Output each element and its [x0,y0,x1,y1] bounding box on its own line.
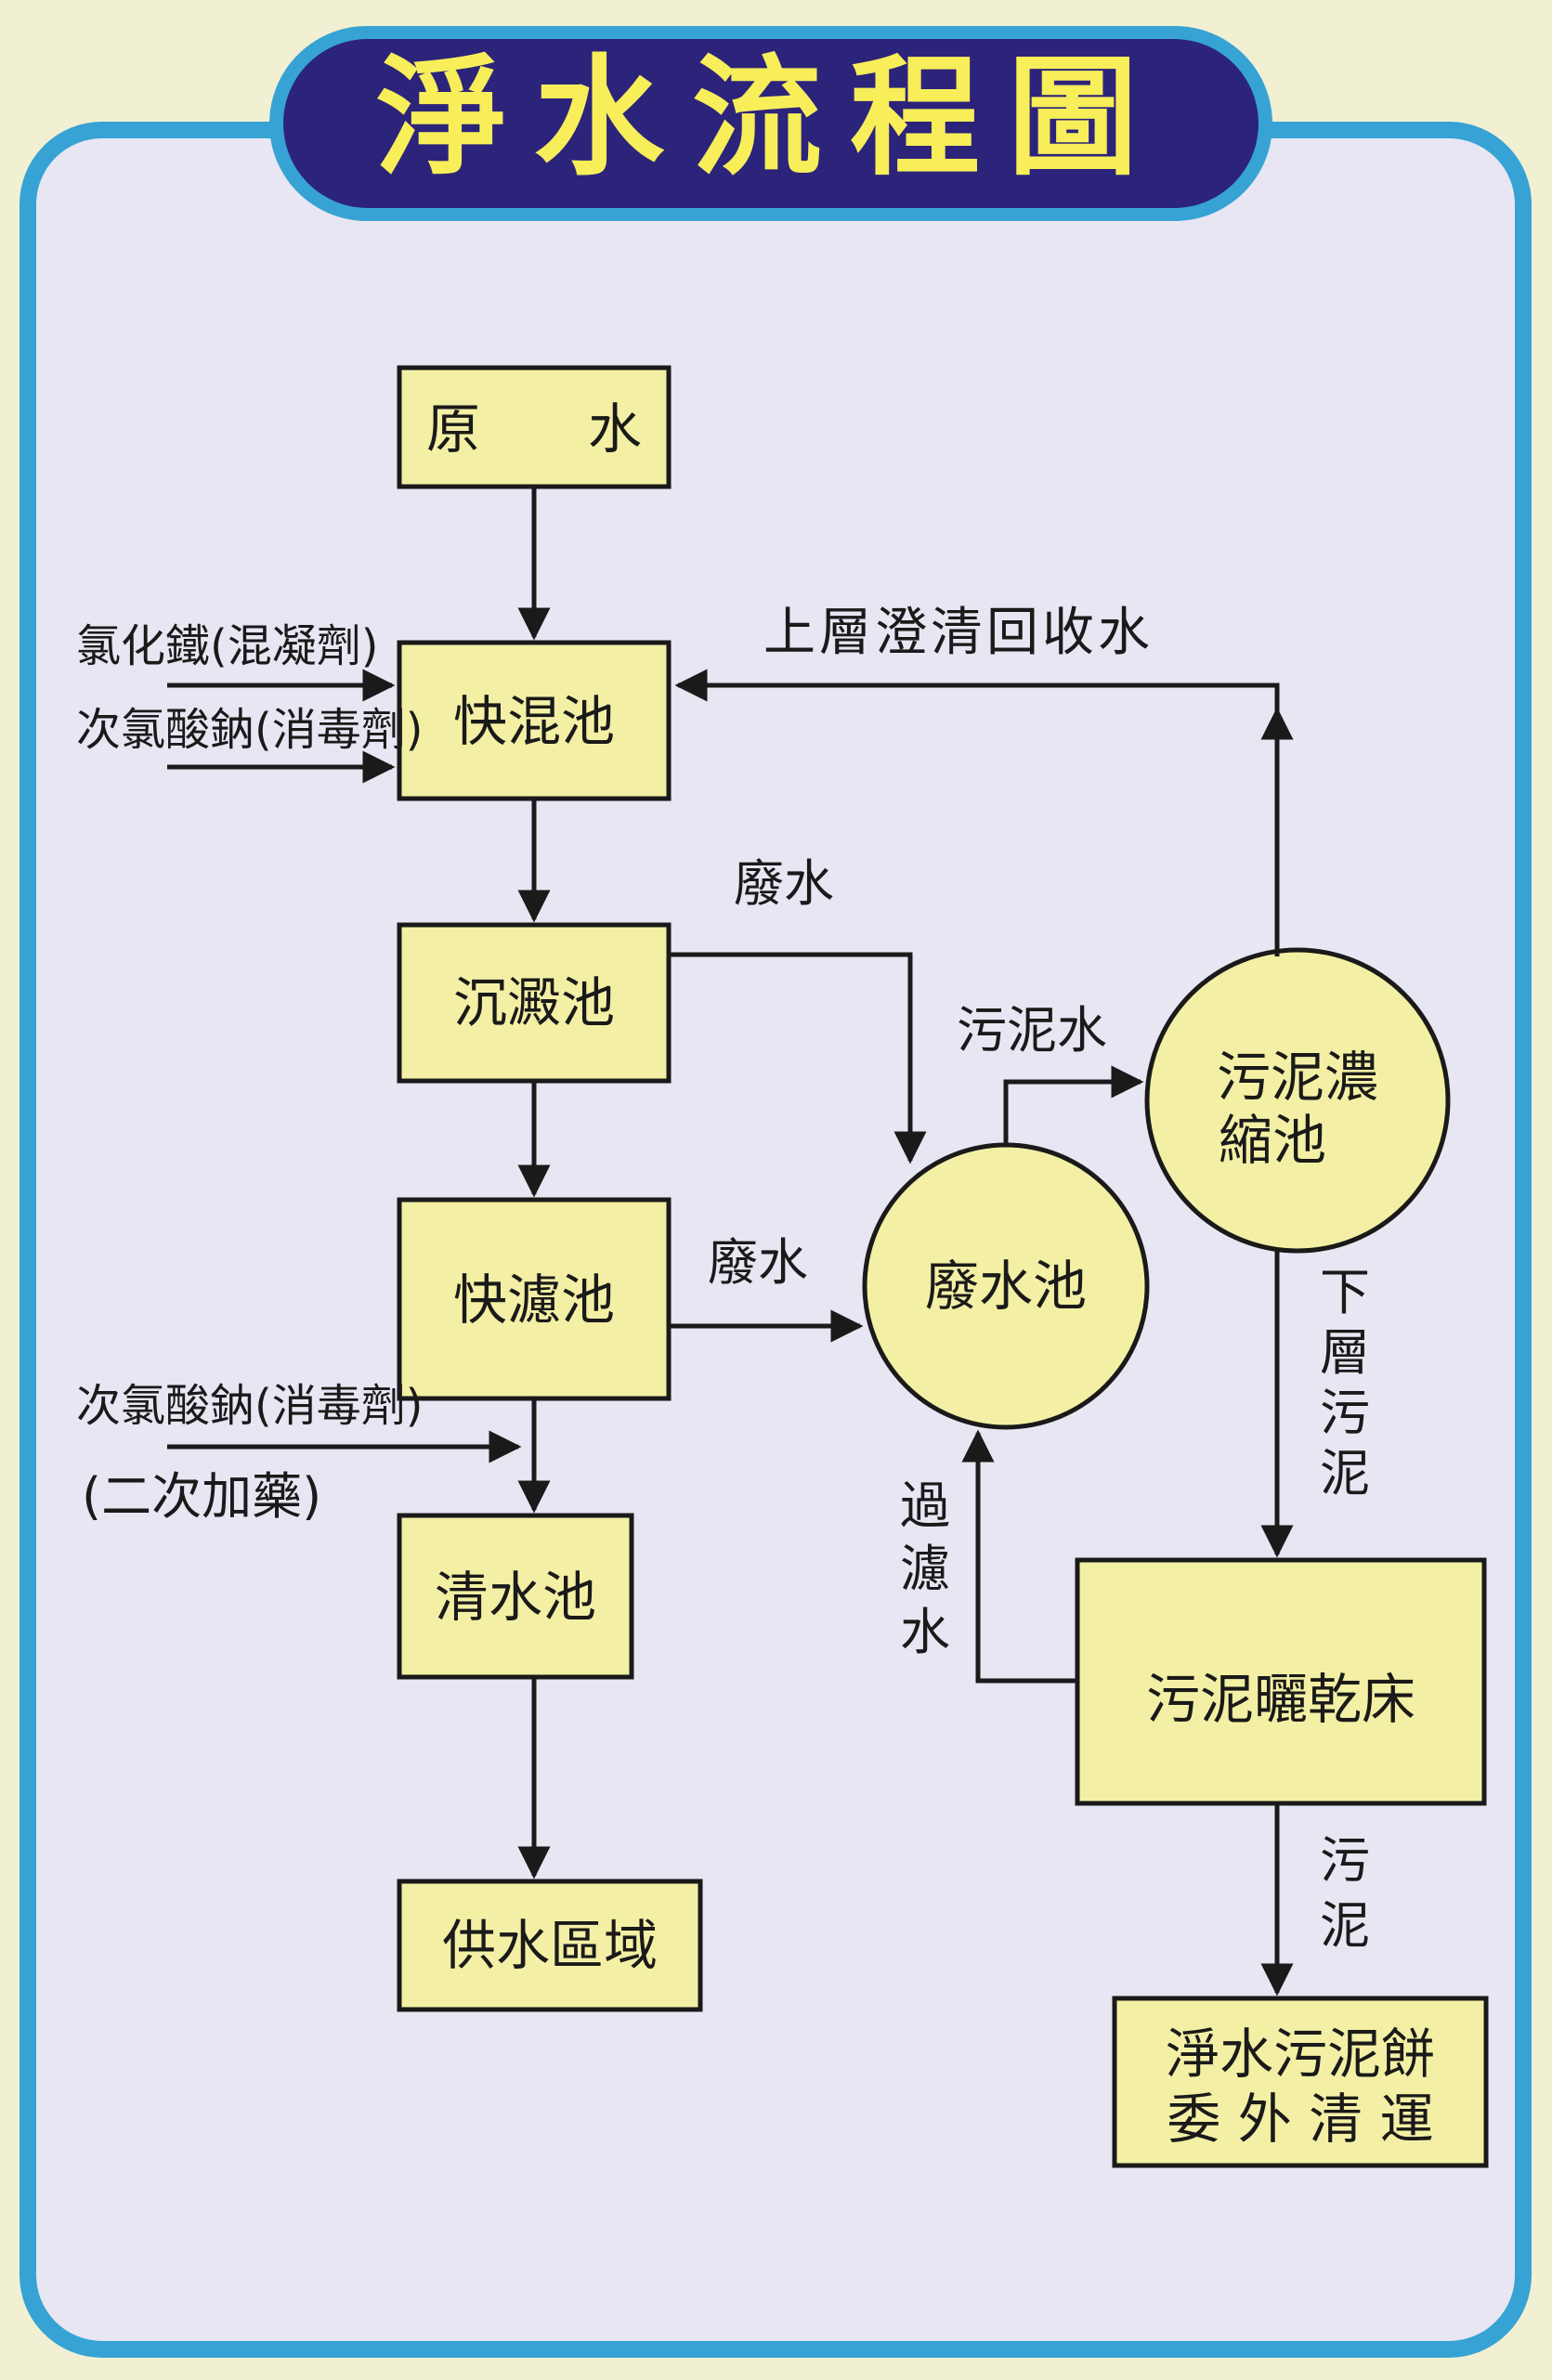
node-clear-water-label: 清水池 [435,1566,596,1629]
label-wastewater-1: 廢水 [734,854,834,913]
node-sedimentation-label: 沉澱池 [453,971,615,1034]
node-rapid-mix-label: 快混池 [453,690,615,753]
arrow-sedimentation-wastewater [669,952,927,1164]
input-hypochlorite-2-label: 次氯酸鈉(消毒劑) [76,1380,423,1432]
label-sludge-char: 泥 [1320,1896,1370,1955]
label-sludge: 污 泥 [1320,1831,1370,1955]
label-sludge-water: 污泥水 [957,1001,1107,1060]
label-supernatant-return: 上層澄清回收水 [763,603,1154,663]
input-second-dose-label: (二次加藥) [82,1467,321,1526]
input-ferric-chloride-label: 氯化鐵(混凝劑) [76,620,378,672]
label-lower-sludge: 下 層 污 泥 [1320,1263,1370,1502]
arrow-filtered-water [961,1429,1077,1684]
node-sludge-thickener-label-1: 污泥濃 [1217,1046,1378,1109]
node-rapid-mix: 快混池 [397,640,672,801]
label-lower-sludge-char: 層 [1320,1323,1370,1382]
node-sludge-drying-bed-label: 污泥曬乾床 [1146,1668,1415,1731]
node-clear-water: 清水池 [397,1513,634,1680]
page-title: 淨水流程圖 [376,43,1166,194]
label-filtered-water-char: 濾 [900,1540,950,1598]
node-sludge-cake-label-1: 淨水污泥餅 [1166,2022,1435,2086]
node-sludge-cake: 淨水污泥餅 委 外 清 運 [1112,1996,1489,2168]
node-rapid-filter: 快濾池 [397,1197,672,1401]
node-sludge-cake-label-2: 委 外 清 運 [1167,2087,1433,2151]
label-lower-sludge-char: 泥 [1320,1444,1370,1502]
label-wastewater-2: 廢水 [708,1233,808,1292]
node-sludge-thickener-label-2: 縮池 [1219,1109,1326,1172]
node-wastewater-pond: 廢水池 [862,1142,1150,1430]
label-filtered-water-char: 水 [900,1603,950,1661]
node-sludge-thickener: 污泥濃 縮池 [1144,947,1451,1254]
input-hypochlorite-1-label: 次氯酸鈉(消毒劑) [76,704,423,756]
node-supply-area: 供水區域 [397,1879,703,2012]
node-raw-water: 原 水 [397,365,672,489]
label-sludge-char: 污 [1320,1831,1370,1890]
label-lower-sludge-char: 污 [1320,1384,1370,1442]
node-supply-area-label: 供水區域 [442,1914,658,1977]
node-sedimentation: 沉澱池 [397,922,672,1084]
arrow-sludge-water [1003,1065,1144,1145]
label-filtered-water-char: 過 [900,1476,950,1535]
label-filtered-water: 過 濾 水 [900,1476,950,1661]
node-raw-water-label: 原 水 [426,397,642,461]
node-wastewater-pond-label: 廢水池 [925,1255,1087,1318]
title-banner: 淨水流程圖 [269,26,1272,221]
label-lower-sludge-char: 下 [1320,1263,1370,1321]
node-sludge-drying-bed: 污泥曬乾床 [1075,1557,1487,1806]
node-rapid-filter-label: 快濾池 [453,1268,615,1332]
